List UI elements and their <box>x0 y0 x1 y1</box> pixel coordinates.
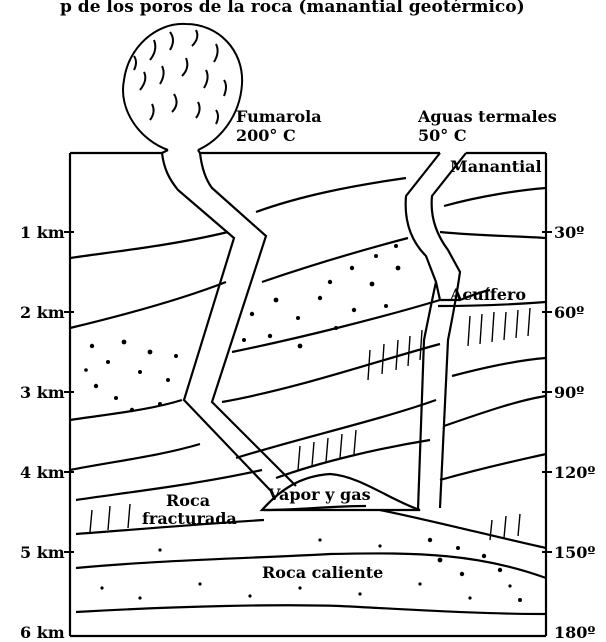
depth-tick-label: 2 km <box>20 303 65 322</box>
roca-caliente-label: Roca caliente <box>262 563 383 582</box>
roca-fracturada-label-1: Roca <box>166 491 210 510</box>
manantial-label: Manantial <box>450 157 542 176</box>
acuifero-label: Acuífero <box>449 285 526 304</box>
header-text: p de los poros de la roca (manantial geo… <box>60 0 525 17</box>
aguas-termales-temp-label: 50° C <box>418 126 467 145</box>
temperature-tick-label: 120º <box>554 463 595 482</box>
temperature-tick-label: 150º <box>554 543 595 562</box>
depth-tick-label: 6 km <box>20 623 65 642</box>
fumarole-conduit <box>162 150 296 490</box>
temperature-tick-label: 30º <box>554 223 584 242</box>
temperature-tick-label: 90º <box>554 383 584 402</box>
fumarola-temp-label: 200° C <box>236 126 296 145</box>
temperature-tick-label: 180º <box>554 623 595 642</box>
hot-spring-conduit <box>406 153 490 510</box>
hatched-layers <box>90 308 530 540</box>
roca-fracturada-label-2: fracturada <box>142 509 237 528</box>
vapor-y-gas-label: Vapor y gas <box>267 485 371 504</box>
temperature-tick-label: 60º <box>554 303 584 322</box>
depth-tick-label: 4 km <box>20 463 65 482</box>
depth-tick-label: 5 km <box>20 543 65 562</box>
steam-cloud <box>123 24 242 150</box>
fumarola-label: Fumarola <box>236 107 322 126</box>
depth-tick-label: 3 km <box>20 383 65 402</box>
aguas-termales-label: Aguas termales <box>417 107 557 126</box>
depth-tick-label: 1 km <box>20 223 65 242</box>
